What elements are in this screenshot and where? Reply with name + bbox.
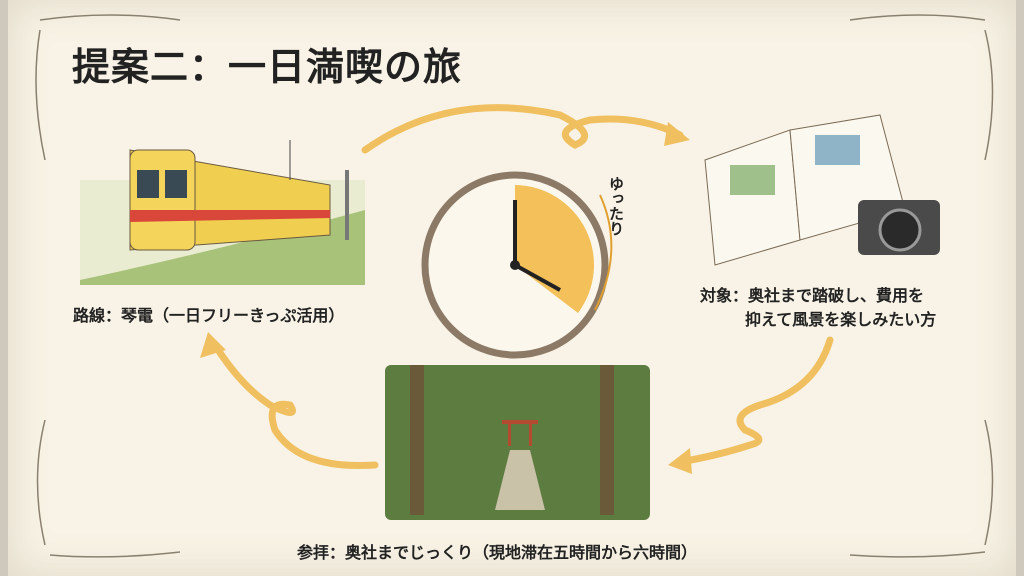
target-caption-line1: 対象：奥社まで踏破し、費用を xyxy=(700,286,925,305)
flow-arrows xyxy=(211,104,834,470)
guidebook-camera-illustration xyxy=(704,114,940,266)
target-caption-line2: 抑えて風景を楽しみたい方 xyxy=(745,310,937,329)
forest-shrine-illustration xyxy=(385,365,650,520)
visit-caption: 参拝：奥社までじっくり（現地滞在五時間から六時間） xyxy=(297,543,698,562)
train-illustration xyxy=(80,140,365,285)
route-caption: 路線：琴電（一日フリーきっぷ活用） xyxy=(73,306,345,325)
vine-decoration xyxy=(35,14,994,558)
arrow-heads xyxy=(200,122,692,474)
clock-label: ゆったり xyxy=(607,176,625,236)
page-title: 提案二：一日満喫の旅 xyxy=(72,45,463,89)
clock-illustration xyxy=(421,171,613,359)
